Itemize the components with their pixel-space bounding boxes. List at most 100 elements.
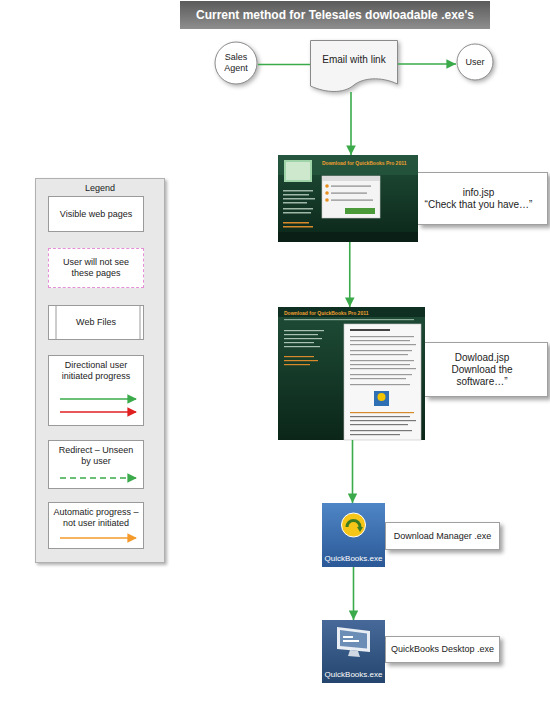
exe-icon-art xyxy=(337,627,370,652)
flow-arrow xyxy=(398,63,456,65)
node-text: info.jsp xyxy=(463,187,495,199)
page-screenshot-art xyxy=(325,198,329,202)
node-text: Sales Agent xyxy=(217,52,255,74)
automatic-arrow-sample xyxy=(60,537,136,539)
page-screenshot-art xyxy=(350,374,412,375)
page-screenshot-art xyxy=(350,412,414,413)
page-screenshot-art xyxy=(278,155,418,242)
exe-icon-art xyxy=(348,650,360,657)
page-screenshot-art xyxy=(283,202,307,204)
legend-text: Directional user initiated progress xyxy=(53,360,139,382)
node-text: Email with link xyxy=(322,54,385,66)
page-screenshot-art xyxy=(284,330,324,331)
node-text: “Check that you have…” xyxy=(425,199,533,211)
document-outline xyxy=(310,40,398,92)
exe-icon-art xyxy=(322,503,385,567)
legend-text: Redirect – Unseen by user xyxy=(53,445,139,467)
legend-item: Redirect – Unseen by user xyxy=(48,440,144,489)
page-screenshot-art xyxy=(284,360,318,361)
web-file-side-line xyxy=(140,305,141,340)
page-screenshot-art xyxy=(284,346,320,347)
page-screenshot-art xyxy=(283,222,309,224)
node-text: QuickBooks.exe xyxy=(325,554,383,564)
page-screenshot-art xyxy=(344,324,421,440)
exe-icon-art xyxy=(342,513,366,537)
page-screenshot-art xyxy=(284,338,322,339)
exe-icon-art xyxy=(322,620,385,683)
legend-item: Visible web pages xyxy=(48,196,144,232)
page-screenshot-art xyxy=(350,340,410,341)
page-screenshot-art xyxy=(283,226,313,228)
diagram-title: Current method for Telesales dowloadable… xyxy=(180,1,490,29)
page-screenshot-art xyxy=(350,329,390,331)
node-text: Download for QuickBooks Pro 2011 xyxy=(284,310,368,316)
page-screenshot-art xyxy=(350,384,410,385)
legend-text: Automatic progress – not user initiated xyxy=(53,507,139,529)
legend-text: User will not see these pages xyxy=(53,257,139,279)
page-screenshot-art xyxy=(378,393,386,401)
page-screenshot-art xyxy=(331,200,373,201)
page-screenshot-art xyxy=(350,360,414,361)
flow-arrow xyxy=(258,64,310,66)
node-text: Legend xyxy=(85,183,115,194)
page-screenshot-art xyxy=(350,354,408,355)
exe-icon-art xyxy=(357,527,363,532)
page-screenshot-art xyxy=(284,319,414,320)
exe-icon-art xyxy=(322,503,385,567)
exe-icon-art xyxy=(322,620,385,683)
actor-circle: User xyxy=(456,43,494,81)
page-screenshot-art xyxy=(350,364,410,365)
exe-icon-art xyxy=(343,636,353,638)
legend-item: Automatic progress – not user initiated xyxy=(48,502,144,549)
exe-file-icon: QuickBooks.exe xyxy=(322,503,385,567)
email-document: Email with link xyxy=(310,40,398,92)
exe-icon-art xyxy=(347,521,360,528)
page-screenshot-art xyxy=(350,368,416,369)
user-arrow-sample xyxy=(60,398,136,400)
page-screenshot-art xyxy=(278,232,418,242)
node-text: User xyxy=(465,57,484,68)
file-label: Download Manager .exe xyxy=(385,522,500,550)
circle-outline xyxy=(457,44,493,80)
page-screenshot-art xyxy=(322,176,380,218)
page-screenshot-art xyxy=(284,334,318,335)
page-screenshot-art xyxy=(283,190,313,192)
legend-item: User will not see these pages xyxy=(48,248,144,288)
page-screenshot-art xyxy=(278,155,418,242)
page-screenshot-art xyxy=(325,184,329,188)
page-screenshot-art xyxy=(283,212,311,214)
flow-arrow xyxy=(353,567,355,620)
page-label: info.jsp“Check that you have…” xyxy=(418,172,548,225)
page-screenshot-art xyxy=(278,307,425,440)
legend-item: Directional user initiated progress xyxy=(48,355,144,426)
page-screenshot-art xyxy=(283,198,315,200)
file-label: QuickBooks Desktop .exe xyxy=(385,636,500,663)
redirect-arrow-sample xyxy=(60,477,136,479)
flow-arrow xyxy=(350,92,352,155)
flow-arrow xyxy=(349,242,351,307)
page-screenshot: Download for QuickBooks Pro 2011 xyxy=(278,307,425,440)
flow-arrow xyxy=(352,440,354,503)
node-text: QuickBooks.exe xyxy=(325,670,383,680)
node-text: Download for QuickBooks Pro 2011 xyxy=(322,160,406,166)
page-screenshot-art xyxy=(325,191,329,195)
page-label: Dowload.jspDownload the software…” xyxy=(425,342,548,397)
page-screenshot-art xyxy=(345,208,375,214)
title-bar xyxy=(180,1,490,29)
document-outline xyxy=(311,41,398,92)
exe-icon-art xyxy=(343,640,359,642)
page-screenshot-art xyxy=(350,350,412,351)
page-screenshot: Download for QuickBooks Pro 2011 xyxy=(278,155,418,242)
page-screenshot-art xyxy=(284,160,312,182)
node-text: Dowload.jsp xyxy=(455,352,509,364)
page-screenshot-art xyxy=(350,344,416,345)
page-screenshot-art xyxy=(278,307,425,317)
legend-text: Web Files xyxy=(76,317,116,328)
node-text: QuickBooks Desktop .exe xyxy=(391,644,494,655)
user-arrow-sample xyxy=(60,411,136,413)
page-screenshot-art xyxy=(278,307,425,440)
page-screenshot-art xyxy=(331,193,367,194)
web-file-side-line xyxy=(56,305,57,340)
page-screenshot-art xyxy=(283,194,309,196)
